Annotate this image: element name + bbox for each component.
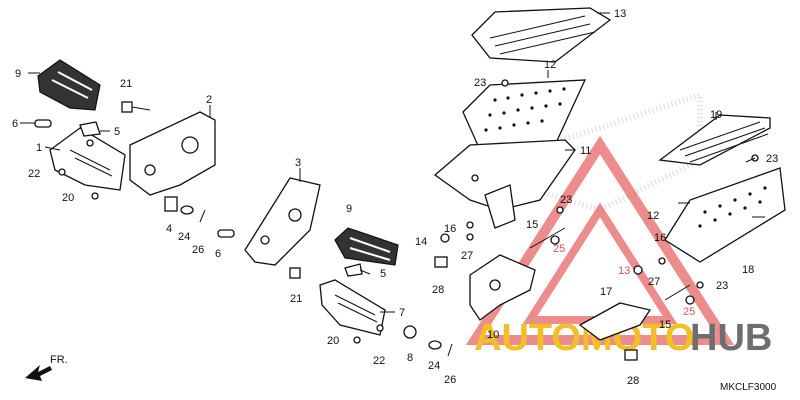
label-16: 16 [444,223,456,235]
label-23c: 23 [560,194,572,206]
part-26b-cotter [447,343,453,357]
label-3: 3 [295,157,301,169]
part-2-bracket [129,111,216,196]
label-12: 12 [544,59,556,71]
label-6b: 6 [215,248,221,260]
part-5-clip [79,121,101,137]
label-23: 23 [474,77,486,89]
label-26b: 26 [444,374,456,386]
part-12-plate [462,70,587,151]
part-9-pad [37,59,101,111]
label-9b: 9 [346,203,352,215]
label-11: 11 [580,145,591,157]
label-28b: 28 [627,375,639,387]
label-22b: 22 [373,355,385,367]
part-3-bracket [244,177,321,266]
direction-label: FR. [50,354,68,366]
label-27b: 27 [648,276,660,288]
part-6-pin [34,119,52,128]
label-19: 19 [710,109,722,121]
label-25: 25 [553,243,565,255]
part-17-holder [578,302,652,341]
part-1-footrest [49,127,126,191]
diagram-code: MKCLF3000 [720,382,777,393]
part-18-plate [664,167,786,263]
part-13-plate [471,7,612,63]
label-7: 7 [399,307,405,319]
leader-lines [20,72,765,313]
label-13: 13 [614,8,626,20]
label-18: 18 [742,264,754,276]
part-labels: 13 9 21 2 6 5 1 22 20 23 12 11 19 23 3 4… [12,8,778,387]
label-23b: 23 [766,153,778,165]
label-23d: 23 [716,280,728,292]
label-20: 20 [62,192,74,204]
label-25b: 25 [683,306,695,318]
frame-shading [460,90,703,214]
label-2: 2 [206,94,212,106]
label-22: 22 [28,168,40,180]
label-15b: 15 [659,319,671,331]
label-20b: 20 [327,335,339,347]
label-21b: 21 [290,293,302,305]
part-5b-clip [344,263,363,277]
label-9: 9 [15,68,21,80]
part-24-washer [180,205,194,215]
label-24b: 24 [428,360,440,372]
part-21b-bolt [289,267,301,279]
part-19-plate [658,112,771,166]
label-28: 28 [432,284,444,296]
fasteners [58,79,759,361]
label-6: 6 [12,118,18,130]
part-11-bracket [433,139,576,229]
label-5: 5 [114,126,120,138]
label-27: 27 [461,250,473,262]
label-26: 26 [192,244,204,256]
label-15: 15 [526,219,538,231]
label-16b: 16 [654,232,666,244]
label-13b: 13 [618,265,630,277]
label-5b: 5 [380,268,386,280]
part-24b-washer [428,340,442,350]
label-21: 21 [120,78,132,90]
label-4: 4 [166,223,172,235]
label-12b: 12 [647,210,659,222]
part-26-cotter [199,209,206,223]
label-14: 14 [415,236,427,248]
label-24: 24 [178,231,190,243]
label-8: 8 [407,352,413,364]
part-4-collar [164,196,178,212]
front-arrow-icon: FR. [25,354,68,381]
label-10: 10 [487,329,499,341]
watermark-text-2: HUB [690,317,772,359]
part-9b-pad [334,227,399,266]
part-7-footrest [319,279,386,336]
part-6b-pin [217,229,235,238]
part-21-bolt [121,101,151,113]
part-10-holder [469,254,536,321]
part-8-spring [403,325,417,339]
label-17: 17 [600,286,612,298]
label-1: 1 [36,142,42,154]
